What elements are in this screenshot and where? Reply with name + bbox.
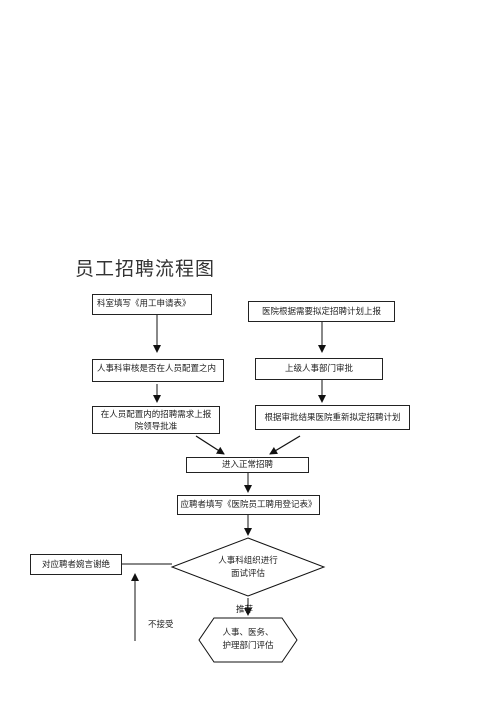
- interview-diamond: [170, 537, 326, 597]
- final-assessment-shape: [198, 617, 298, 663]
- interview-label-line1: 人事科组织进行: [218, 556, 278, 566]
- step-leader-approval-line2: 院领导批准: [134, 422, 178, 432]
- step-leader-approval: 在人员配置内的招聘需求上报 院领导批准: [92, 406, 220, 434]
- step-replan: 根据审批结果医院重新拟定招聘计划: [255, 405, 410, 430]
- step-hr-review: 人事科审核是否在人员配置之内: [92, 359, 224, 382]
- step-enter-recruitment: 进入正常招聘: [186, 457, 309, 473]
- arrow-merge-left: [195, 435, 225, 455]
- final-assessment-label: 人事、医务、 护理部门评估: [203, 627, 293, 653]
- interview-label-line2: 面试评估: [230, 569, 265, 579]
- step-leader-approval-line1: 在人员配置内的招聘需求上报: [100, 410, 212, 420]
- reject-applicant-box: 对应聘者婉言谢绝: [30, 554, 122, 575]
- page-title: 员工招聘流程图: [75, 258, 216, 280]
- label-recommend: 推荐: [236, 605, 254, 615]
- step-department-request: 科室填写《用工申请表》: [92, 294, 212, 315]
- step-superior-approval: 上级人事部门审批: [255, 358, 383, 380]
- label-not-accepted: 不接受: [148, 620, 174, 630]
- interview-label: 人事科组织进行 面试评估: [198, 555, 298, 581]
- arrow-merge-right: [269, 435, 301, 455]
- final-assessment-line2: 护理部门评估: [222, 641, 274, 651]
- step-hospital-plan: 医院根据需要拟定招聘计划上报: [248, 301, 395, 322]
- final-assessment-line1: 人事、医务、: [222, 628, 274, 638]
- step-applicant-form: 应聘者填写《医院员工聘用登记表》: [177, 495, 320, 515]
